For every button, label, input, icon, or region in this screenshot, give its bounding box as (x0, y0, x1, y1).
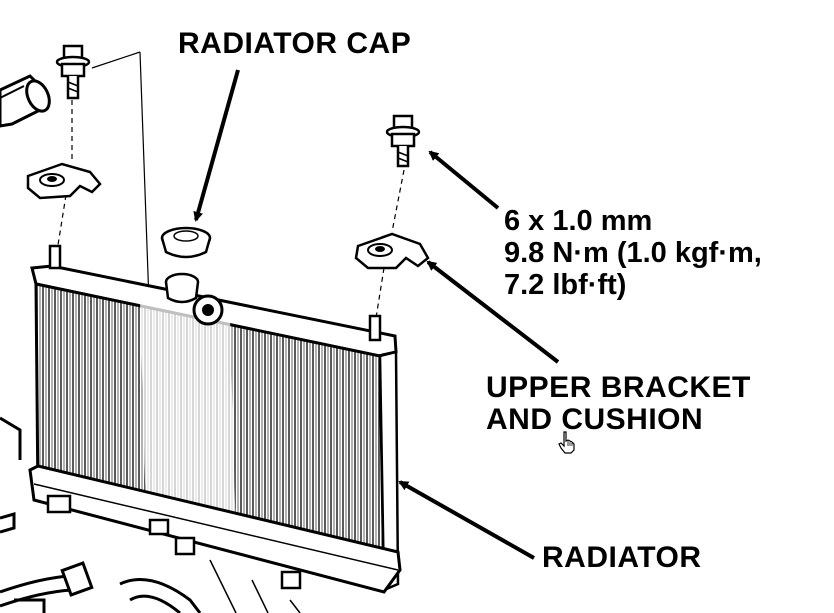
radiator-cap-part (160, 226, 212, 259)
radiator-cap-label: RADIATOR CAP (178, 27, 412, 60)
arrow-radiator-cap (193, 69, 240, 222)
right-bolt (385, 114, 421, 168)
radiator-label: RADIATOR (542, 541, 702, 574)
upper-bracket-label-line1: UPPER BRACKET (486, 371, 751, 404)
upper-bracket-label-line2: AND CUSHION (486, 403, 704, 436)
spec-torque-lbf-label: 7.2 lbf·ft) (504, 269, 627, 301)
radiator-body (28, 244, 402, 594)
lower-hoses (0, 416, 301, 613)
hand-pointer-icon (558, 431, 575, 454)
spec-size-label: 6 x 1.0 mm (504, 205, 653, 237)
upper-hose (0, 74, 51, 128)
arrow-upper-bracket (426, 260, 560, 364)
left-bolt (55, 44, 91, 100)
arrow-radiator (398, 480, 535, 560)
alignment-lines (57, 100, 405, 319)
arrow-bolt (428, 150, 500, 210)
left-bracket (26, 162, 102, 200)
callout-arrows (193, 69, 560, 560)
right-bracket (354, 232, 430, 270)
spec-torque-nm-label: 9.8 N·m (1.0 kgf·m, (504, 237, 762, 269)
